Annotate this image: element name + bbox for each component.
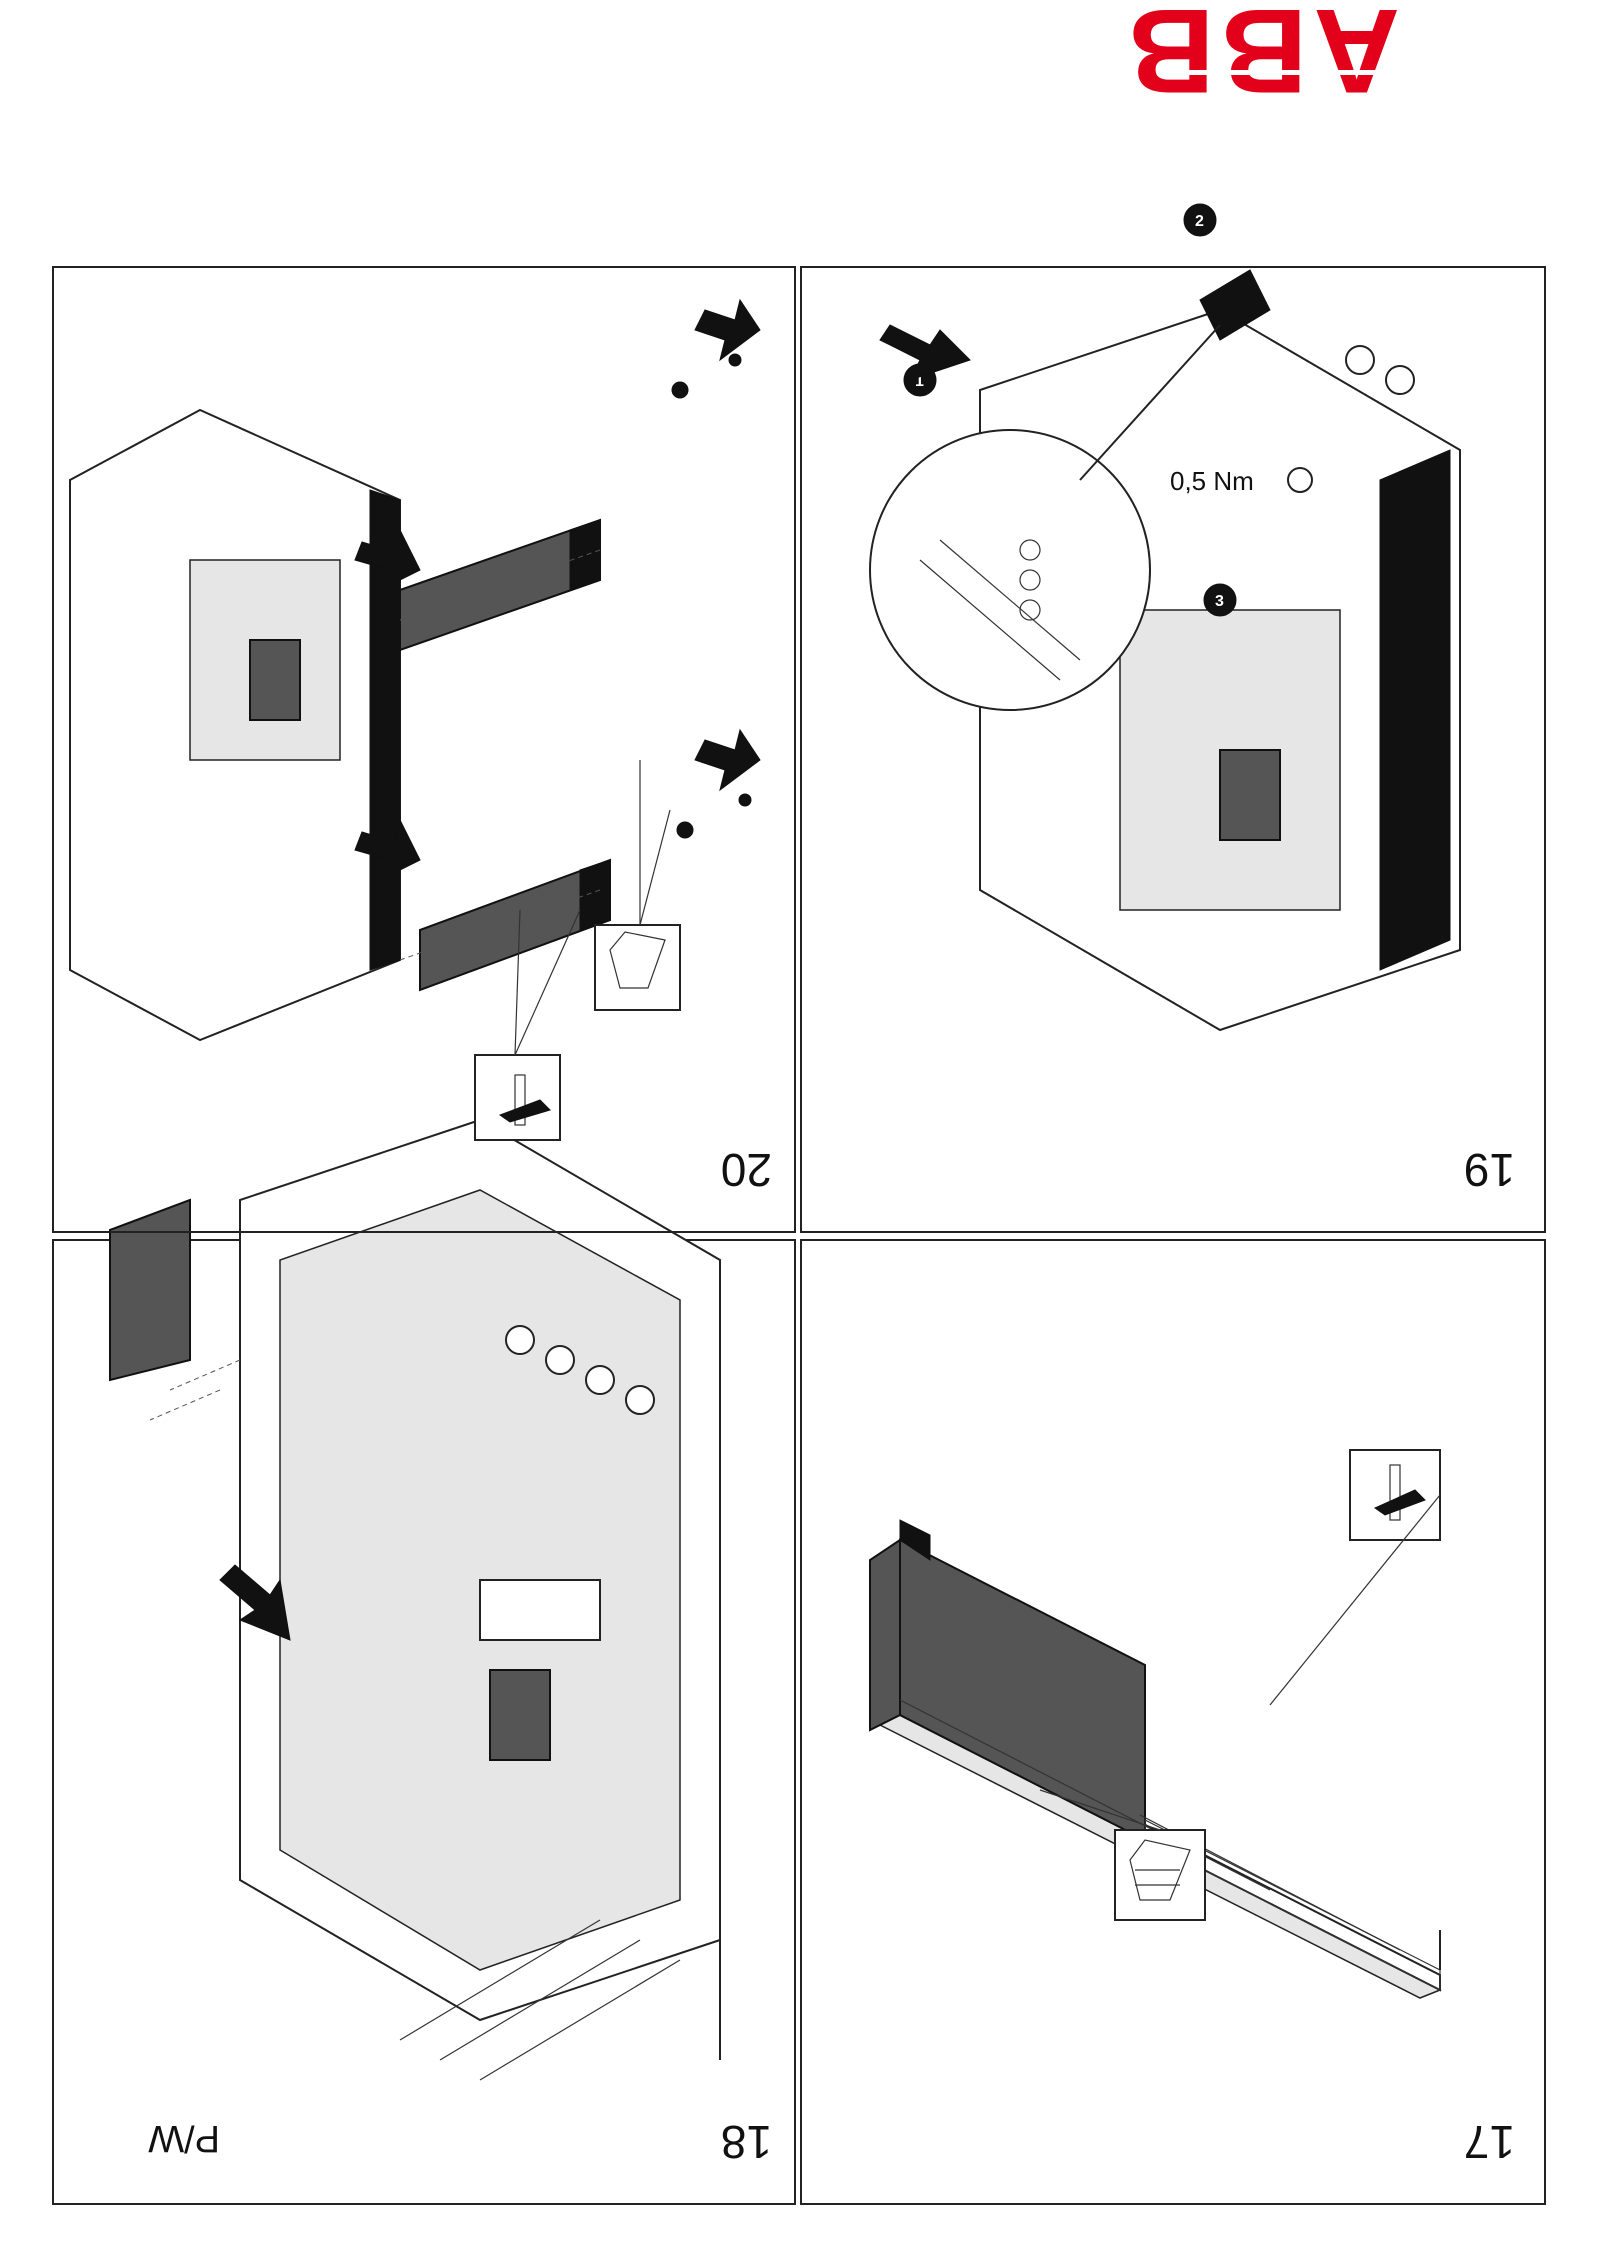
abb-logo-text: ABB: [1122, 0, 1400, 118]
detail-magnifier: [869, 429, 1151, 711]
arrow-icon: [694, 298, 761, 362]
circuit-breaker-body: [69, 408, 401, 1042]
arrow-icon: [694, 728, 761, 792]
screwdriver-icon: [474, 909, 581, 1141]
callout-2: 2: [1183, 203, 1217, 237]
screwdriver-icon: [1269, 1449, 1441, 1706]
terminal-cover-part: [109, 1198, 241, 1421]
pw-label: P/W: [148, 2117, 220, 2159]
arrow-icon: [354, 528, 421, 592]
torque-rotation-icon: [1287, 467, 1313, 493]
panel-20: 20: [52, 266, 796, 1233]
svg-text:2: 2: [1195, 213, 1204, 230]
step-number-20: 20: [721, 1144, 772, 1196]
panel-17: 17: [800, 1239, 1546, 2205]
arrow-icon: [879, 324, 971, 381]
svg-text:1: 1: [915, 373, 924, 390]
step-number-17: 17: [1464, 2116, 1515, 2168]
abb-logo: ABB: [1122, 0, 1400, 118]
step-number-19: 19: [1464, 1144, 1515, 1196]
callout-3: 3: [1203, 583, 1237, 617]
torque-value: 0,5 Nm: [1170, 466, 1254, 496]
terminal-cover-part: [399, 518, 601, 652]
hand-pointing-icon: [1039, 1789, 1206, 1921]
arrow-icon: [219, 1564, 291, 1641]
panel-19: 19 0,5 Nm: [800, 203, 1546, 1233]
screw: [671, 353, 752, 839]
arrow-icon: [354, 818, 421, 882]
terminal-cover-part: [399, 858, 611, 992]
panel-18: 18 P/W: [52, 1118, 796, 2205]
torque-spec: 0,5 Nm: [1170, 466, 1313, 496]
screwdriver-icon: [1079, 269, 1271, 481]
svg-text:3: 3: [1215, 593, 1224, 610]
step-number-18: 18: [721, 2116, 772, 2168]
terminal-cover-part: [869, 1519, 1442, 1999]
circuit-breaker-body: [239, 1118, 721, 2081]
hand-pointing-icon: [594, 760, 681, 1011]
